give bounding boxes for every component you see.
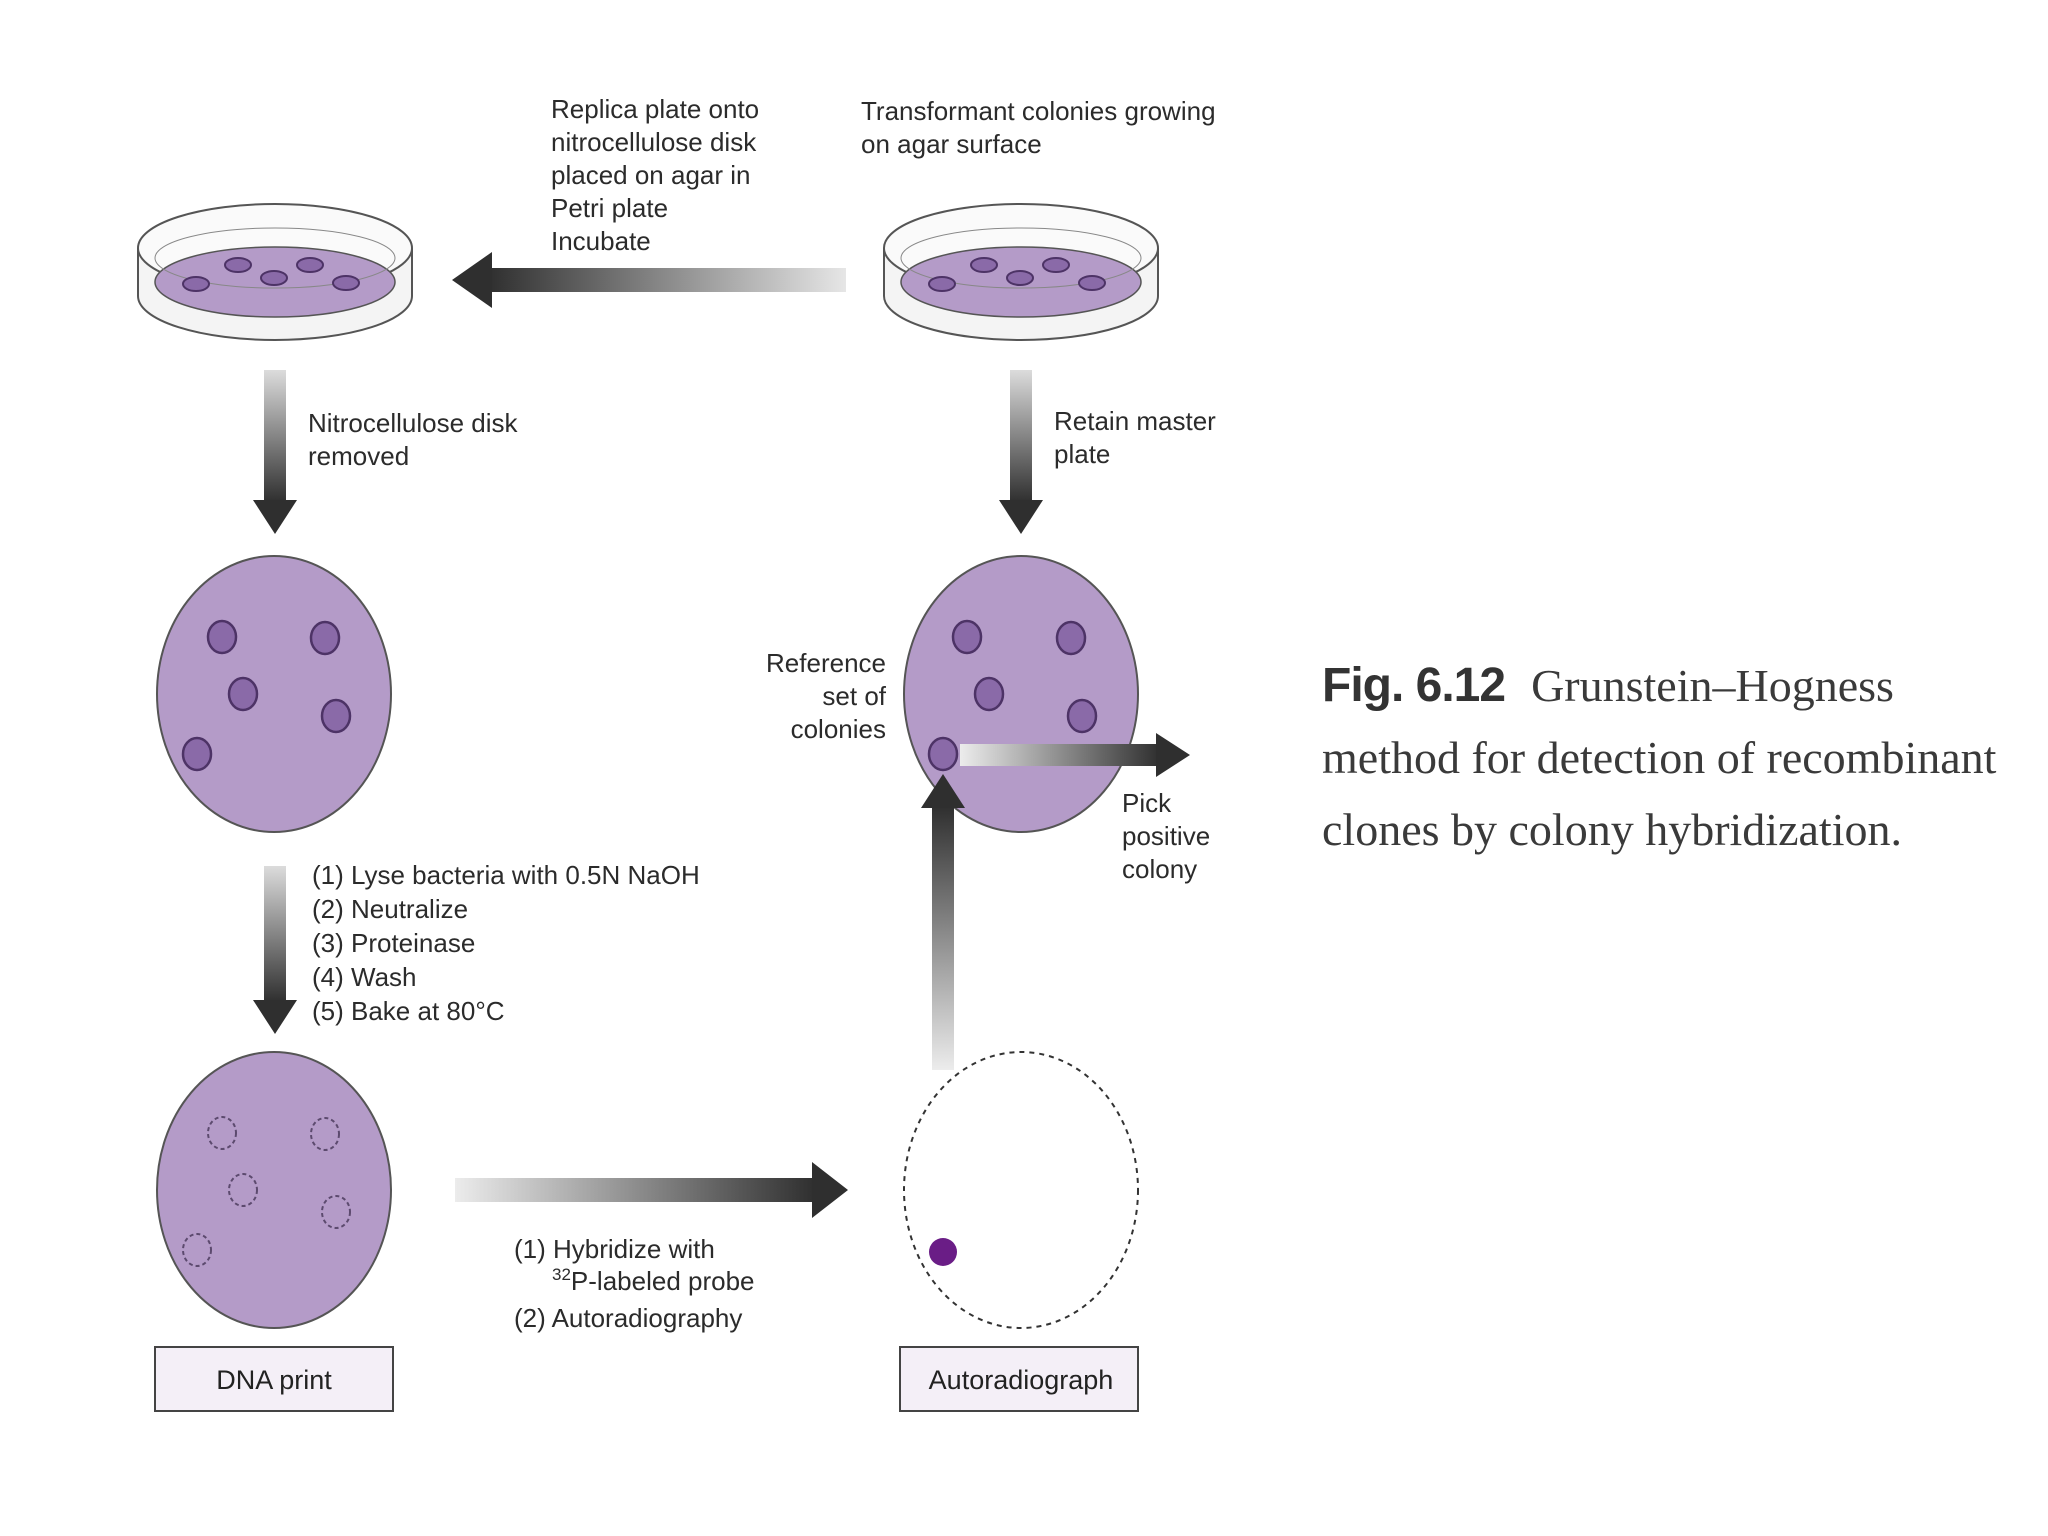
replica-line-5: Incubate: [551, 226, 651, 256]
replica-line-4: Petri plate: [551, 193, 668, 223]
lyse-step-3: (3) Proteinase: [312, 928, 475, 958]
arrow-replica-left-icon: [452, 252, 846, 308]
retain-line-2: plate: [1054, 439, 1110, 469]
colonies-master: [928, 257, 1106, 292]
lyse-step-1: (1) Lyse bacteria with 0.5N NaOH: [312, 860, 700, 890]
hybridize-line-1: (1) Hybridize with: [514, 1234, 715, 1264]
reference-line-1: Reference: [766, 648, 886, 678]
probe-rest: P-labeled probe: [571, 1266, 755, 1296]
caption-title: Grunstein–Hogness: [1531, 660, 1894, 711]
reference-label: Reference set of colonies: [766, 648, 887, 744]
pick-line-1: Pick: [1122, 788, 1172, 818]
disk-removed-line-1: Nitrocellulose disk: [308, 408, 519, 438]
reference-line-3: colonies: [791, 714, 886, 744]
figure-caption: Fig. 6.12 Grunstein–Hogness method for de…: [1322, 650, 2012, 866]
probe-superscript: 32: [552, 1265, 571, 1284]
arrow-retain-down-icon: [999, 370, 1043, 534]
retain-label: Retain master plate: [1054, 406, 1216, 469]
lyse-step-5: (5) Bake at 80°C: [312, 996, 505, 1026]
replica-line-2: nitrocellulose disk: [551, 127, 757, 157]
autoradiograph-box: Autoradiograph: [899, 1346, 1139, 1412]
arrow-up-to-positive-icon: [921, 774, 965, 1070]
positive-spot: [929, 1238, 957, 1266]
replica-line-3: placed on agar in: [551, 160, 750, 190]
lyse-step-2: (2) Neutralize: [312, 894, 468, 924]
autoradiograph-label: Autoradiograph: [929, 1365, 1114, 1395]
hybridize-label: (1) Hybridize with 32P-labeled probe (2)…: [514, 1234, 755, 1333]
caption-line-3: clones by colony hybridization.: [1322, 804, 1902, 855]
transformant-label: Transformant colonies growing on agar su…: [861, 96, 1216, 159]
replica-line-1: Replica plate onto: [551, 94, 759, 124]
arrow-hybridize-right-icon: [455, 1162, 848, 1218]
figure-number: Fig. 6.12: [1322, 659, 1506, 712]
colonies-replica: [182, 257, 360, 292]
nitrocellulose-disk-icon: [156, 555, 392, 833]
arrow-pick-colony-icon: [960, 733, 1190, 777]
replica-label: Replica plate onto nitrocellulose disk p…: [551, 94, 759, 256]
reference-line-2: set of: [822, 681, 886, 711]
autoradiograph-film-icon: [903, 1051, 1139, 1329]
probe-line: 32P-labeled probe: [552, 1265, 755, 1296]
lyse-steps-label: (1) Lyse bacteria with 0.5N NaOH (2) Neu…: [312, 860, 700, 1026]
pick-label: Pick positive colony: [1122, 788, 1210, 884]
positive-colony: [927, 736, 959, 772]
dna-print-box: DNA print: [154, 1346, 394, 1412]
transformant-line-2: on agar surface: [861, 129, 1042, 159]
dna-print-label: DNA print: [216, 1365, 332, 1395]
retain-line-1: Retain master: [1054, 406, 1216, 436]
lyse-step-4: (4) Wash: [312, 962, 417, 992]
disk-removed-line-2: removed: [308, 441, 409, 471]
dna-print-disk-icon: [156, 1051, 392, 1329]
caption-line-1: Fig. 6.12 Grunstein–Hogness: [1322, 650, 2012, 722]
pick-line-3: colony: [1122, 854, 1197, 884]
hybridize-line-2: (2) Autoradiography: [514, 1303, 742, 1333]
arrow-lyse-down-icon: [253, 866, 297, 1034]
transformant-line-1: Transformant colonies growing: [861, 96, 1216, 126]
petri-dish-replica-icon: [137, 203, 413, 341]
arrow-disk-removed-down-icon: [253, 370, 297, 534]
caption-line-2: method for detection of recombinant: [1322, 732, 1997, 783]
pick-line-2: positive: [1122, 821, 1210, 851]
disk-removed-label: Nitrocellulose disk removed: [308, 408, 519, 471]
petri-dish-master-icon: [883, 203, 1159, 341]
